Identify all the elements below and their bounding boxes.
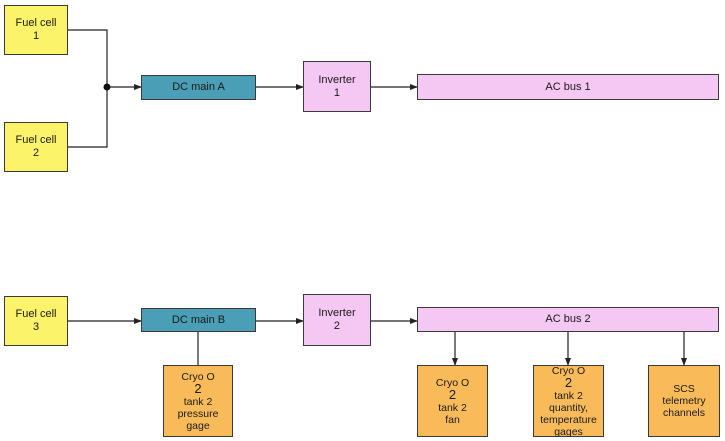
scs-telemetry-box: SCS telemetry channels xyxy=(648,365,720,437)
dc-main-b-box: DC main B xyxy=(141,308,256,332)
line-fuel-cell-2 xyxy=(68,87,108,148)
ac-bus-1-box: AC bus 1 xyxy=(417,74,719,100)
ac-bus-2-box: AC bus 2 xyxy=(417,307,719,332)
dc-main-a-box: DC main A xyxy=(141,75,256,100)
junction-dot xyxy=(103,83,111,91)
line-fuel-cell-1 xyxy=(68,29,108,87)
